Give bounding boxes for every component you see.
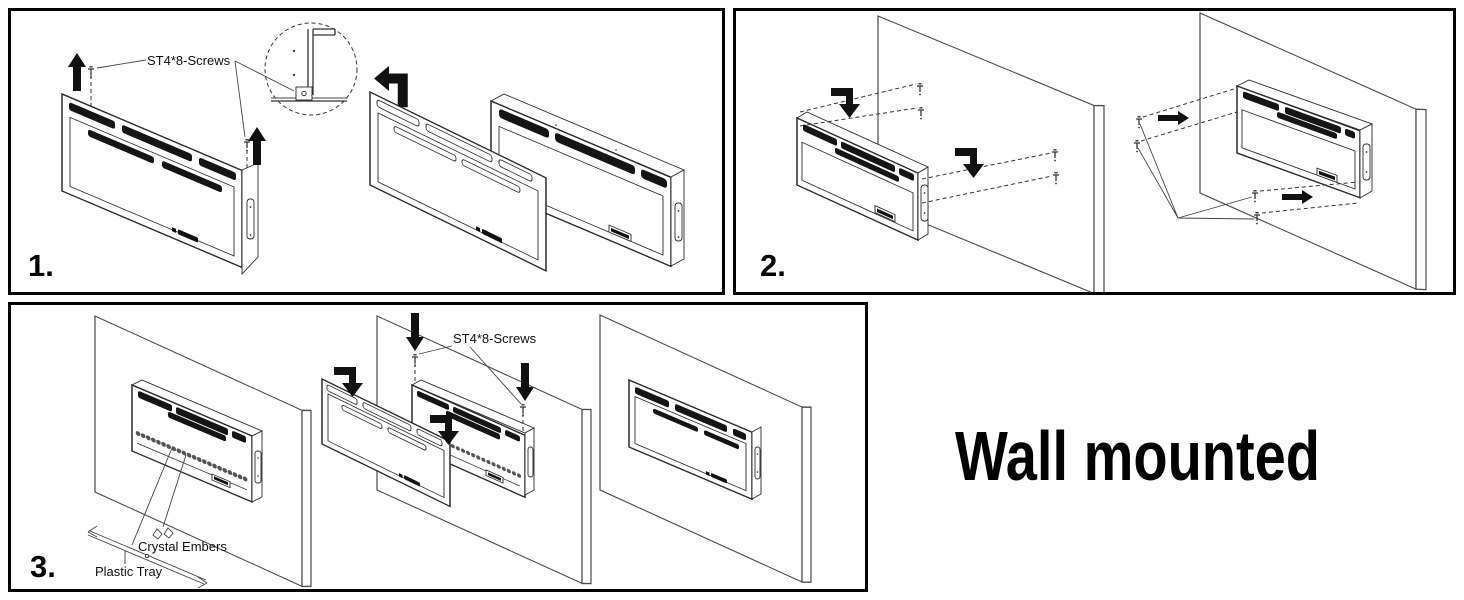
glass-front-panel: [321, 377, 451, 508]
up-arrow-icon: [68, 53, 86, 91]
fireplace-front-unit: [628, 378, 762, 501]
fireplace-body: [796, 111, 929, 242]
brand-logo: [485, 469, 504, 484]
dashed-guide: [1259, 181, 1359, 192]
side-bracket: [674, 202, 683, 242]
step1-panel: ST4*8-Screws: [8, 8, 725, 295]
dashed-guide: [799, 107, 918, 127]
leader-line: [234, 60, 295, 92]
screw-icon: [243, 139, 251, 153]
leader-line: [96, 59, 147, 69]
fireplace-body: [130, 379, 264, 504]
glass-front-panel: [369, 90, 547, 272]
brand-logo: [706, 471, 727, 484]
screws-label: ST4*8-Screws: [453, 331, 537, 346]
step-number: 1.: [28, 248, 54, 283]
mounting-detail-circle: [264, 22, 358, 116]
side-bracket: [246, 198, 255, 240]
fireplace-front-unit: [61, 92, 259, 276]
brand-logo: [874, 204, 896, 223]
brand-logo: [476, 226, 502, 244]
leader-line: [418, 345, 453, 355]
leader-line: [162, 454, 187, 528]
side-bracket: [920, 184, 929, 222]
step2-panel: 2.: [733, 8, 1456, 295]
crystal-embers-icon: [152, 527, 174, 540]
dashed-guide: [799, 83, 917, 113]
plastic-tray-label: Plastic Tray: [95, 564, 163, 579]
screws-label: ST4*8-Screws: [147, 53, 231, 68]
side-bracket: [254, 450, 262, 484]
leader-line: [234, 60, 246, 138]
ember-row: [135, 431, 249, 482]
dashed-guide: [921, 175, 1053, 204]
fireplace-body: [1235, 79, 1374, 199]
right-arrow-icon: [1158, 111, 1189, 125]
brand-logo: [1316, 167, 1338, 184]
leader-line: [1137, 123, 1255, 220]
leader-line: [469, 346, 522, 405]
crystal-embers-label: Crystal Embers: [138, 539, 227, 554]
page-title: Wall mounted: [955, 417, 1321, 495]
side-bracket: [527, 446, 534, 478]
wall-panel: [877, 15, 1105, 292]
side-bracket: [754, 446, 761, 480]
brand-logo: [608, 224, 632, 243]
brand-logo: [211, 473, 231, 489]
side-bracket: [1362, 143, 1371, 181]
dashed-guide: [1140, 111, 1238, 142]
up-arrow-icon: [248, 127, 266, 165]
dashed-guide: [921, 152, 1052, 180]
plastic-tray: [87, 525, 208, 589]
step-number: 3.: [30, 549, 56, 584]
step3-panel: Crystal Embers Plastic Tray: [8, 302, 868, 592]
dashed-guide: [1261, 202, 1359, 214]
fireplace-body: [410, 379, 536, 499]
dashed-guide: [1142, 87, 1238, 118]
step-number: 2.: [760, 248, 786, 283]
brand-logo: [399, 473, 420, 487]
fireplace-body: [489, 93, 686, 268]
leader-line: [131, 447, 173, 546]
brand-logo: [172, 227, 198, 243]
